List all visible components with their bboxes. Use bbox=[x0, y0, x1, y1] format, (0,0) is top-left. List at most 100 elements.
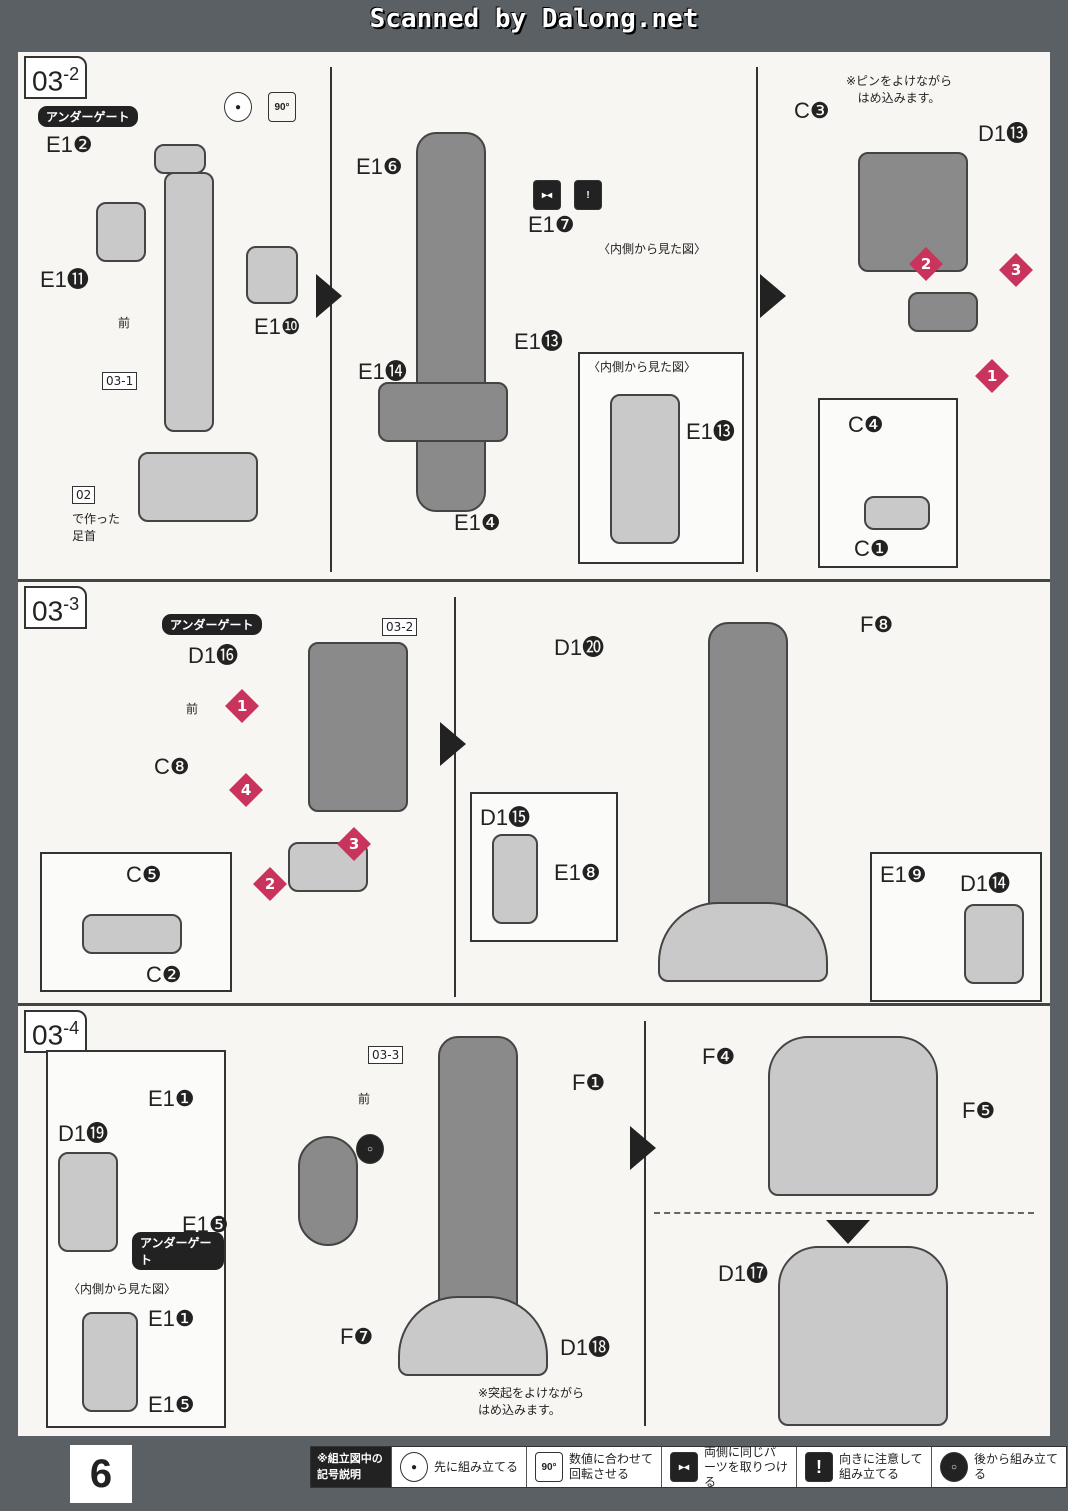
detail-inset: C❹ C❶ bbox=[818, 398, 958, 568]
part-shape bbox=[96, 202, 146, 262]
inset-title: 〈内側から見た図〉 bbox=[588, 360, 697, 374]
part-label: D1⓴ bbox=[554, 635, 605, 660]
next-arrow-icon bbox=[440, 722, 466, 766]
under-gate-badge: アンダーゲート bbox=[162, 614, 262, 635]
inset-title: 〈内側から見た図〉 bbox=[598, 242, 707, 256]
part-label: E1⓭ bbox=[686, 419, 735, 444]
assemble-later-icon: ○ bbox=[356, 1134, 384, 1164]
note: ※突起をよけながら はめ込みます。 bbox=[478, 1386, 585, 1417]
part-shape bbox=[864, 496, 930, 530]
step-number: 03-3 bbox=[24, 586, 88, 630]
both-sides-icon: ▸◂ bbox=[670, 1452, 698, 1482]
leg-part bbox=[308, 642, 408, 812]
part-label: E1❾ bbox=[880, 862, 927, 887]
detail-inset: E1❾ D1⓮ bbox=[870, 852, 1042, 1002]
part-label: D1⓳ bbox=[58, 1121, 109, 1146]
caution-direction-icon: ! bbox=[805, 1452, 833, 1482]
part-label: F❽ bbox=[860, 612, 894, 637]
foot-part bbox=[658, 902, 828, 982]
part-label: E1❶ bbox=[148, 1086, 195, 1111]
leg-frame-part bbox=[164, 172, 214, 432]
foot-part bbox=[378, 382, 508, 442]
assemble-first-icon: ● bbox=[400, 1452, 428, 1482]
part-label: C❸ bbox=[794, 98, 830, 123]
part-label: D1⓱ bbox=[718, 1261, 769, 1286]
rotate-90-icon: 90° bbox=[268, 92, 296, 122]
part-shape bbox=[964, 904, 1024, 984]
part-shape bbox=[82, 1312, 138, 1412]
part-label: E1❼ bbox=[528, 212, 575, 237]
under-gate-badge: アンダーゲート bbox=[38, 106, 138, 127]
step-03-4: 03-4 E1❶ D1⓳ E1❺ アンダーゲート 〈内側から見た図〉 E1❶ E… bbox=[18, 1006, 1050, 1436]
legend-item: ○後から組み立てる bbox=[931, 1447, 1066, 1487]
symbol-legend: ※組立図中の記号説明 ●先に組み立てる 90°数値に合わせて回転させる ▸◂両側… bbox=[310, 1445, 1067, 1489]
part-label: E1⓫ bbox=[40, 267, 89, 292]
part-label: E1❹ bbox=[454, 510, 501, 535]
leg-part bbox=[708, 622, 788, 942]
step-03-3: 03-3 アンダーゲート 03-2 D1⓰ 前 C❽ 1 2 3 4 C❺ C❷… bbox=[18, 582, 1050, 1006]
front-label: 前 bbox=[358, 1092, 371, 1106]
detail-inset: C❺ C❷ bbox=[40, 852, 232, 992]
assemble-first-icon: ● bbox=[224, 92, 252, 122]
next-arrow-icon bbox=[760, 274, 786, 318]
detail-inset: E1❶ D1⓳ E1❺ アンダーゲート 〈内側から見た図〉 E1❶ E1❺ bbox=[46, 1050, 229, 1428]
part-shape bbox=[492, 834, 538, 924]
under-gate-badge: アンダーゲート bbox=[132, 1232, 224, 1270]
foot-part bbox=[778, 1246, 948, 1426]
part-shape bbox=[58, 1152, 118, 1252]
part-label: E1⓭ bbox=[514, 329, 563, 354]
leg-frame-part bbox=[416, 132, 486, 512]
part-label: E1❷ bbox=[46, 132, 93, 157]
legend-title: ※組立図中の記号説明 bbox=[311, 1447, 391, 1487]
page-number: 6 bbox=[70, 1445, 132, 1503]
part-label: D1⓭ bbox=[978, 121, 1029, 146]
part-shape bbox=[908, 292, 978, 332]
part-shape bbox=[82, 914, 182, 954]
legend-item: ▸◂両側に同じパーツを取りつける bbox=[661, 1445, 796, 1489]
part-shape bbox=[610, 394, 680, 544]
ankle-part bbox=[138, 452, 258, 522]
part-label: D1⓯ bbox=[480, 805, 531, 830]
reference-label: 03-3 bbox=[368, 1046, 404, 1064]
down-arrow-icon bbox=[826, 1220, 870, 1244]
part-label: E1⓮ bbox=[358, 359, 407, 384]
part-label: C❶ bbox=[854, 536, 890, 561]
reference-label: 02 bbox=[72, 486, 96, 504]
part-label: C❺ bbox=[126, 862, 162, 887]
next-arrow-icon bbox=[316, 274, 342, 318]
legend-item: !向きに注意して組み立てる bbox=[796, 1447, 931, 1487]
note: ※ピンをよけながら はめ込みます。 bbox=[846, 74, 953, 105]
part-label: E1❻ bbox=[356, 154, 403, 179]
caution-direction-icon: ! bbox=[574, 180, 602, 210]
rotate-90-icon: 90° bbox=[535, 1452, 563, 1482]
part-shape bbox=[246, 246, 298, 304]
step-03-2: 03-2 アンダーゲート ● 90° E1❷ E1⓫ E1❿ 前 03-1 02… bbox=[18, 52, 1050, 582]
assemble-later-icon: ○ bbox=[940, 1452, 968, 1482]
part-label: D1⓮ bbox=[960, 871, 1011, 896]
note: で作った 足首 bbox=[72, 512, 121, 543]
part-label: F❺ bbox=[962, 1098, 996, 1123]
part-label: E1❽ bbox=[554, 860, 601, 885]
detail-inset: D1⓯ E1❽ bbox=[470, 792, 618, 942]
part-shape bbox=[858, 152, 968, 272]
instruction-page: 03-2 アンダーゲート ● 90° E1❷ E1⓫ E1❿ 前 03-1 02… bbox=[18, 52, 1050, 1436]
watermark: Scanned by Dalong.net bbox=[369, 4, 699, 34]
part-label: E1❺ bbox=[148, 1392, 195, 1417]
part-shape bbox=[298, 1136, 358, 1246]
part-label: E1❿ bbox=[254, 314, 301, 339]
part-label: D1⓲ bbox=[560, 1335, 611, 1360]
part-label: C❷ bbox=[146, 962, 182, 987]
part-label: C❽ bbox=[154, 754, 190, 779]
front-label: 前 bbox=[118, 316, 131, 330]
part-label: F❼ bbox=[340, 1324, 374, 1349]
inset-title: 〈内側から見た図〉 bbox=[68, 1282, 177, 1296]
step-number: 03-4 bbox=[24, 1010, 88, 1054]
next-arrow-icon bbox=[630, 1126, 656, 1170]
part-label: F❶ bbox=[572, 1070, 606, 1095]
reference-label: 03-2 bbox=[382, 618, 418, 636]
legend-item: 90°数値に合わせて回転させる bbox=[526, 1447, 661, 1487]
front-label: 前 bbox=[186, 702, 199, 716]
both-sides-icon: ▸◂ bbox=[533, 180, 561, 210]
foot-part bbox=[398, 1296, 548, 1376]
legend-item: ●先に組み立てる bbox=[391, 1447, 526, 1487]
